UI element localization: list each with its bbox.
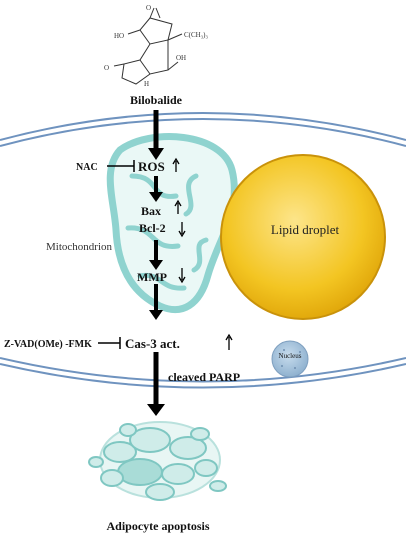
inhibition-lines <box>98 160 135 349</box>
regulation-arrows <box>172 157 233 350</box>
bcl2-label: Bcl-2 <box>139 221 166 235</box>
bilobalide-structure <box>113 7 183 85</box>
mitochondrion-label: Mitochondrion <box>46 241 112 253</box>
molecule-tbutyl: C(CH₃)₃ <box>184 31 208 39</box>
nac-label: NAC <box>76 162 98 173</box>
cleaved-parp-label: cleaved PARP <box>168 370 240 384</box>
molecule-name: Bilobalide <box>130 93 183 107</box>
molecule-ho: HO <box>114 32 124 40</box>
bax-label: Bax <box>141 204 161 218</box>
molecule-o-top: O <box>146 4 151 12</box>
zvad-label: Z-VAD(OMe) -FMK <box>4 339 92 350</box>
pathway-arrows <box>147 110 165 416</box>
nucleus-label: Nucleus <box>279 352 302 360</box>
apoptotic-cell-cluster <box>88 421 227 501</box>
lipid-droplet-label: Lipid droplet <box>271 222 340 237</box>
ros-label: ROS <box>138 159 165 174</box>
nucleus-dots <box>281 349 301 369</box>
molecule-oh: OH <box>176 54 186 62</box>
molecule-h: H <box>144 80 149 88</box>
mmp-label: MMP <box>137 270 167 284</box>
mitochondrion-shape <box>106 133 238 314</box>
outcome-label: Adipocyte apoptosis <box>106 519 209 533</box>
nucleus-circle <box>271 340 309 378</box>
cell-membrane-bottom <box>0 357 406 389</box>
lipid-droplet-circle <box>220 154 386 320</box>
cas3-label: Cas-3 act. <box>125 336 180 351</box>
cell-membrane-top <box>0 112 406 147</box>
molecule-o-left: O <box>104 64 109 72</box>
